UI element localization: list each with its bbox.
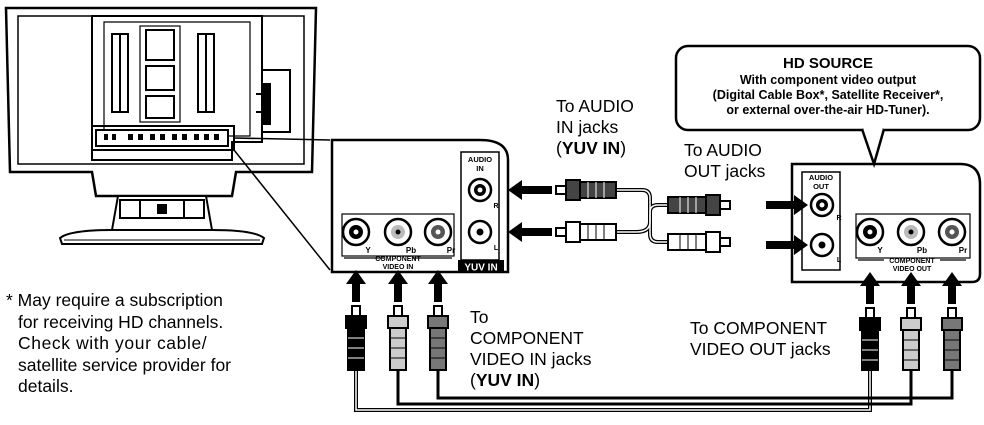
footnote-line-5: details. <box>18 376 74 396</box>
tv-y-label: Y <box>365 246 371 255</box>
label-to-component-in-line-4: (YUV IN) <box>470 370 541 390</box>
label-to-component-in: To COMPONENT VIDEO IN jacks (YUV IN) <box>470 307 592 391</box>
component-plug-source-pb <box>900 307 922 371</box>
footnote-line-1: * May require a subscription <box>6 290 223 310</box>
label-to-component-in-bold: YUV IN <box>475 370 535 390</box>
hd-source-line-2: (Digital Cable Box*, Satellite Receiver*… <box>712 88 944 102</box>
tv-audio-in-label-1: AUDIO <box>468 155 492 164</box>
label-to-component-in-line-1: To <box>470 307 489 327</box>
arrow-tv-pb <box>388 270 408 302</box>
label-to-audio-in-line-1: To AUDIO <box>556 96 634 116</box>
tv-jack-panel: YUV IN AUDIO IN R L Y Pb Pr COMPONENT VI… <box>330 138 510 274</box>
audio-plug-source-l <box>667 231 731 253</box>
arrow-tv-audio-r <box>508 180 552 200</box>
hd-source-text: HD SOURCE With component video output (D… <box>676 46 980 130</box>
label-to-component-in-line-2: COMPONENT <box>470 328 584 348</box>
tv-l-label: L <box>494 245 499 252</box>
source-component-label: COMPONENT <box>889 258 935 265</box>
component-plug-tv-pb <box>387 305 409 371</box>
tv-component-label: COMPONENT <box>375 256 421 263</box>
arrow-tv-y <box>346 270 366 302</box>
audio-plug-tv-r <box>555 179 617 201</box>
tv-audio-in-label-2: IN <box>476 164 484 173</box>
audio-plug-source-r <box>667 194 731 216</box>
label-to-component-out: To COMPONENT VIDEO OUT jacks <box>690 318 831 360</box>
label-to-audio-in: To AUDIO IN jacks (YUV IN) <box>556 96 634 159</box>
source-l-label: L <box>837 257 842 264</box>
footnote-line-3: Check with your cable/ <box>18 333 208 353</box>
footnote-line-4: satellite service provider for <box>18 354 231 375</box>
arrow-source-pb <box>901 272 921 304</box>
source-pr-label: Pr <box>959 246 967 255</box>
audio-cable <box>555 179 731 253</box>
label-to-component-out-line-2: VIDEO OUT jacks <box>690 339 831 359</box>
tv-yuv-in-badge: YUV IN <box>464 263 497 274</box>
footnote-line-2: for receiving HD channels. <box>18 311 224 332</box>
source-jack-panel: AUDIO OUT R L Y Pb Pr COMPONENT VIDEO OU… <box>790 162 982 284</box>
component-plug-source-y <box>859 307 881 371</box>
label-to-audio-in-line-3: (YUV IN) <box>556 138 627 158</box>
tv-rear-view <box>4 6 331 271</box>
source-y-label: Y <box>877 246 883 255</box>
tv-pb-label: Pb <box>406 246 416 255</box>
source-video-out-label: VIDEO OUT <box>893 266 932 273</box>
hd-source-title: HD SOURCE <box>782 55 873 72</box>
arrow-source-pr <box>942 272 962 304</box>
tv-pr-label: Pr <box>447 246 455 255</box>
audio-plug-tv-l <box>555 221 617 243</box>
arrow-source-audio-r <box>766 195 808 215</box>
arrow-source-audio-l <box>766 235 808 255</box>
subscription-footnote: * May require a subscription for receivi… <box>6 290 288 398</box>
component-cable <box>345 305 963 412</box>
source-r-label: R <box>836 215 841 222</box>
source-audio-out-label-2: OUT <box>813 182 829 191</box>
connection-arrows <box>346 180 962 304</box>
label-to-audio-out-line-1: To AUDIO <box>684 140 762 160</box>
hd-source-line-1: With component video output <box>739 73 917 87</box>
arrow-tv-audio-l <box>508 222 552 242</box>
component-plug-tv-pr <box>427 305 449 371</box>
label-to-audio-in-line-2: IN jacks <box>556 117 619 137</box>
source-audio-out-label-1: AUDIO <box>809 173 833 182</box>
hd-source-callout <box>674 44 982 169</box>
label-to-audio-out: To AUDIO OUT jacks <box>684 140 765 182</box>
arrow-tv-pr <box>428 270 448 302</box>
tv-r-label: R <box>493 203 498 210</box>
component-plug-source-pr <box>941 307 963 371</box>
tv-video-in-label: VIDEO IN <box>383 264 414 271</box>
arrow-source-y <box>860 272 880 304</box>
label-to-audio-in-bold: YUV IN <box>561 138 621 158</box>
label-to-component-in-line-3: VIDEO IN jacks <box>470 349 592 369</box>
hd-source-line-3: or external over-the-air HD-Tuner). <box>726 103 930 117</box>
label-to-component-out-line-1: To COMPONENT <box>690 318 828 338</box>
source-pb-label: Pb <box>917 246 927 255</box>
component-plug-tv-y <box>345 305 367 371</box>
label-to-audio-out-line-2: OUT jacks <box>684 161 766 181</box>
